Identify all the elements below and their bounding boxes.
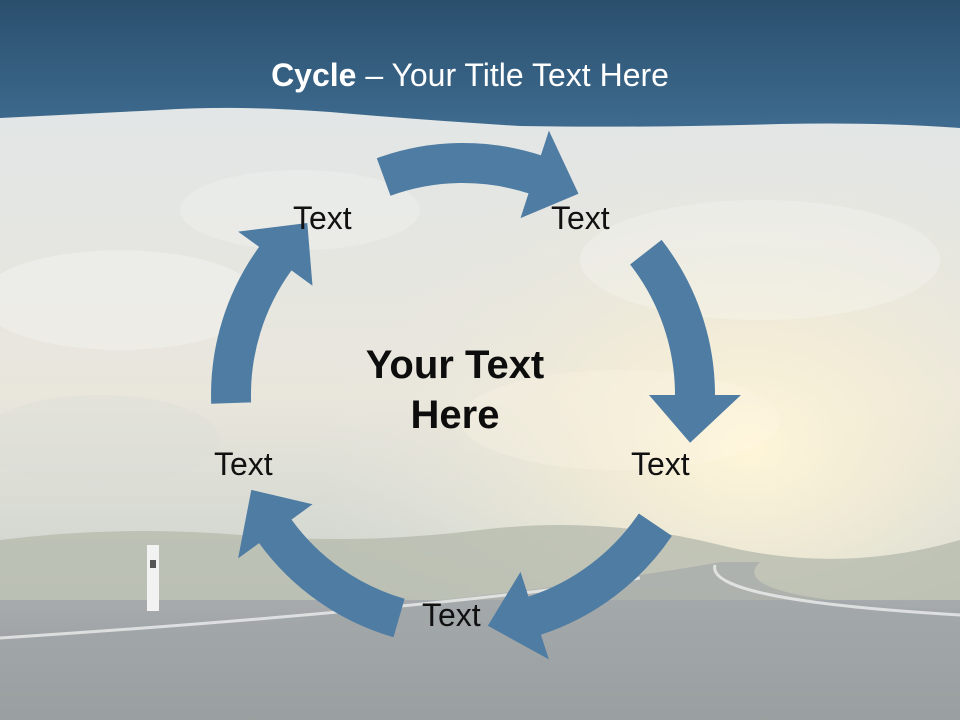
center-text: Your Text Here <box>365 343 545 437</box>
cycle-arrow-3 <box>487 513 672 660</box>
step-label-1: Text <box>293 200 352 236</box>
cycle-arrow-4 <box>238 489 405 638</box>
title-rest: – Your Title Text Here <box>356 57 669 93</box>
cycle-arrow-2 <box>630 239 741 443</box>
cycle-arrow-5 <box>211 223 313 404</box>
step-label-3: Text <box>631 446 690 482</box>
title-bold: Cycle <box>271 57 357 93</box>
step-label-5: Text <box>214 446 273 482</box>
cycle-arrow-1 <box>376 130 579 219</box>
cycle-arrows <box>211 130 741 660</box>
step-label-4: Text <box>422 597 481 633</box>
step-label-2: Text <box>551 200 610 236</box>
slide-title: Cycle – Your Title Text Here <box>0 55 940 95</box>
